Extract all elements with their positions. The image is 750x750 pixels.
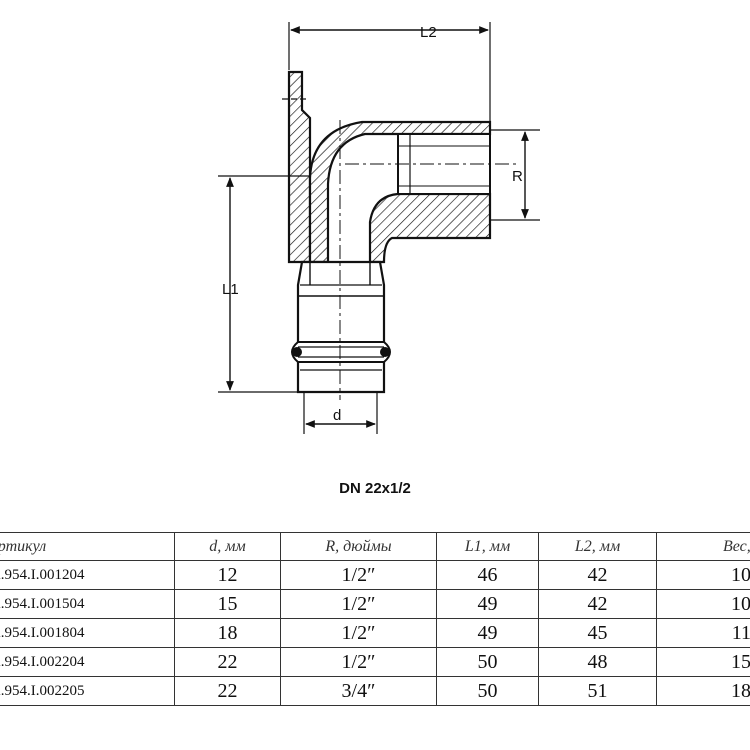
cell-l1: 49 <box>436 589 539 619</box>
cell-article: Ti.954.I.001804 <box>0 618 175 648</box>
header-l2: L2, мм <box>538 532 657 561</box>
model-caption: DN 22x1/2 <box>339 480 411 497</box>
cell-l2: 42 <box>538 560 657 590</box>
cell-d: 22 <box>174 676 281 706</box>
cell-weight: 105 <box>656 560 750 590</box>
r-label: R <box>512 168 523 185</box>
cell-article: Ti.954.I.001204 <box>0 560 175 590</box>
l1-label: L1 <box>222 281 239 298</box>
header-article: Артикул <box>0 532 175 561</box>
table-row: Ti.954.I.001804 18 1/2″ 49 45 118 <box>0 618 750 648</box>
cell-r: 1/2″ <box>280 560 437 590</box>
table-row: Ti.954.I.001204 12 1/2″ 46 42 105 <box>0 560 750 590</box>
cell-l2: 45 <box>538 618 657 648</box>
cell-l2: 42 <box>538 589 657 619</box>
cell-d: 18 <box>174 618 281 648</box>
cell-weight: 109 <box>656 589 750 619</box>
cell-article: Ti.954.I.002204 <box>0 647 175 677</box>
o-ring-bead <box>291 341 391 363</box>
table-row: Ti.954.I.001504 15 1/2″ 49 42 109 <box>0 589 750 619</box>
table-row: Ti.954.I.002204 22 1/2″ 50 48 153 <box>0 647 750 677</box>
cell-weight: 182 <box>656 676 750 706</box>
cell-r: 3/4″ <box>280 676 437 706</box>
press-socket <box>296 260 386 394</box>
table-row: Ti.954.I.002205 22 3/4″ 50 51 182 <box>0 676 750 706</box>
mounting-flange <box>287 70 312 264</box>
cell-r: 1/2″ <box>280 647 437 677</box>
cell-d: 15 <box>174 589 281 619</box>
cell-r: 1/2″ <box>280 589 437 619</box>
cell-l1: 50 <box>436 676 539 706</box>
cell-d: 22 <box>174 647 281 677</box>
header-weight: Вес, г <box>656 532 750 561</box>
header-l1: L1, мм <box>436 532 539 561</box>
spec-table: Артикул d, мм R, дюймы L1, мм L2, мм Вес… <box>0 532 750 706</box>
elbow-inner-wall <box>368 192 492 264</box>
elbow-fitting-drawing: L2 R L1 d <box>218 22 540 434</box>
cell-l1: 46 <box>436 560 539 590</box>
table-header-row: Артикул d, мм R, дюймы L1, мм L2, мм Вес… <box>0 532 750 561</box>
cell-l1: 49 <box>436 618 539 648</box>
o-ring-right <box>380 347 390 357</box>
cell-l2: 48 <box>538 647 657 677</box>
cell-l2: 51 <box>538 676 657 706</box>
cell-r: 1/2″ <box>280 618 437 648</box>
l2-label: L2 <box>420 24 437 41</box>
d-label: d <box>333 407 341 424</box>
cell-article: Ti.954.I.001504 <box>0 589 175 619</box>
cell-weight: 118 <box>656 618 750 648</box>
cell-l1: 50 <box>436 647 539 677</box>
cell-d: 12 <box>174 560 281 590</box>
cell-weight: 153 <box>656 647 750 677</box>
header-r: R, дюймы <box>280 532 437 561</box>
cell-article: Ti.954.I.002205 <box>0 676 175 706</box>
o-ring-left <box>292 347 302 357</box>
header-d: d, мм <box>174 532 281 561</box>
